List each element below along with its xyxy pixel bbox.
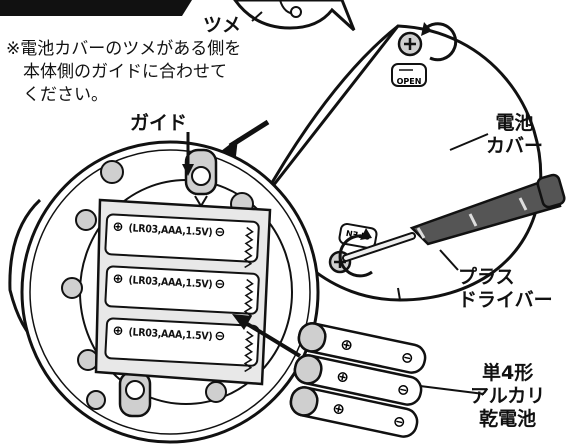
screwdriver-label-line1: プラス bbox=[458, 266, 515, 288]
open-stamp-top: OPEN bbox=[391, 63, 427, 87]
header-bar bbox=[0, 0, 192, 16]
cover-screw-top bbox=[397, 22, 458, 62]
slot-minus-symbol: ⊖ bbox=[214, 329, 226, 345]
battery-plus-symbol: ⊕ bbox=[331, 399, 347, 419]
battery-minus-symbol: ⊖ bbox=[399, 348, 415, 368]
claw-label: ツメ bbox=[203, 14, 242, 36]
screwdriver-label-line2: ドライバー bbox=[458, 288, 553, 311]
slot-plus-symbol: ⊕ bbox=[112, 271, 124, 287]
battery-insert-arrow bbox=[232, 314, 302, 358]
aaa-battery: ⊕⊖ bbox=[289, 386, 419, 438]
aaa-battery: ⊕⊖ bbox=[297, 322, 427, 374]
battery-plus-symbol: ⊕ bbox=[335, 367, 351, 387]
aaa-battery: ⊕⊖ bbox=[293, 354, 423, 406]
slot-spec-label: (LR03,AAA,1.5V) bbox=[128, 326, 212, 342]
battery-type-label-line2: アルカリ bbox=[470, 384, 546, 407]
cover-alignment-note: ※電池カバーのツメがある側を 本体側のガイドに合わせて ください。 bbox=[6, 38, 241, 107]
screwdriver bbox=[342, 173, 566, 262]
slot-spec-label: (LR03,AAA,1.5V) bbox=[128, 222, 212, 238]
guide-label: ガイド bbox=[130, 112, 188, 134]
battery-type-label-line3: 乾電池 bbox=[479, 407, 537, 430]
battery-compartment: ⊕(LR03,AAA,1.5V)⊖⊕(LR03,AAA,1.5V)⊖⊕(LR03… bbox=[94, 198, 272, 386]
battery-type-label: 単4形 アルカリ 乾電池 bbox=[470, 362, 545, 430]
battery-cover-label-line2: カバー bbox=[486, 134, 544, 157]
slot-plus-symbol: ⊕ bbox=[112, 323, 124, 339]
battery-slot: ⊕(LR03,AAA,1.5V)⊖ bbox=[104, 317, 260, 373]
slot-minus-symbol: ⊖ bbox=[214, 225, 226, 241]
battery-type-label-line1: 単4形 bbox=[482, 362, 534, 384]
battery-cover-label-line1: 電池 bbox=[495, 112, 534, 134]
note-line-1: ※電池カバーのツメがある側を bbox=[6, 39, 242, 59]
note-line-3: ください。 bbox=[23, 85, 108, 105]
claw-detail-bubble bbox=[233, 0, 356, 32]
battery-cover-label: 電池 カバー bbox=[486, 112, 543, 158]
guide-post-top bbox=[184, 148, 218, 208]
loose-batteries: ⊕⊖⊕⊖⊕⊖ bbox=[289, 322, 427, 438]
screwdriver-label: プラス ドライバー bbox=[458, 266, 553, 312]
slot-minus-symbol: ⊖ bbox=[214, 277, 226, 293]
battery-minus-symbol: ⊖ bbox=[391, 412, 407, 432]
battery-slot: ⊕(LR03,AAA,1.5V)⊖ bbox=[104, 265, 260, 321]
battery-minus-symbol: ⊖ bbox=[395, 380, 411, 400]
battery-slot: ⊕(LR03,AAA,1.5V)⊖ bbox=[104, 213, 260, 269]
open-stamp-top-label: OPEN bbox=[397, 77, 422, 86]
battery-plus-symbol: ⊕ bbox=[339, 335, 355, 355]
guide-post-bottom bbox=[118, 370, 152, 418]
slot-plus-symbol: ⊕ bbox=[112, 219, 124, 235]
slot-spec-label: (LR03,AAA,1.5V) bbox=[128, 274, 212, 290]
note-line-2: 本体側のガイドに合わせて bbox=[23, 62, 227, 82]
